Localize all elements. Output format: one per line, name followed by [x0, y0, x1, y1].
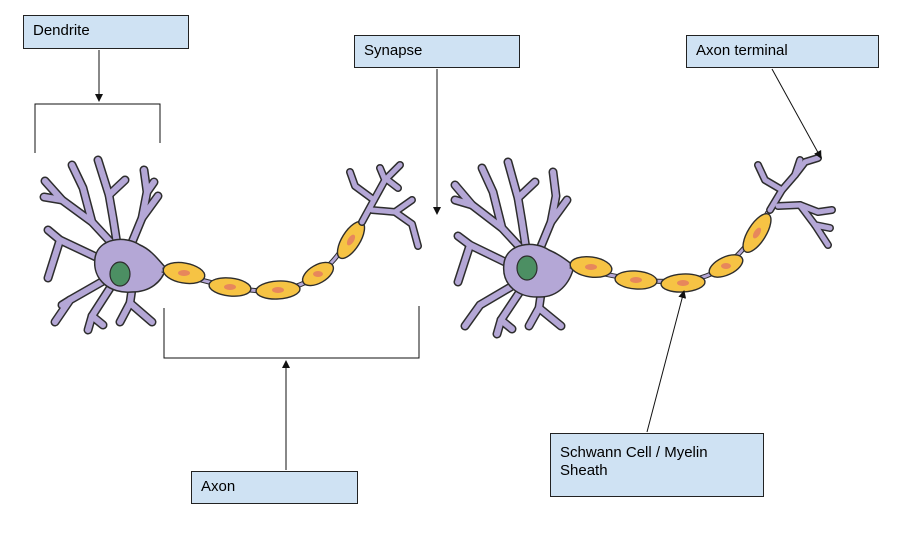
myelin-nucleus: [677, 280, 689, 286]
myelin-nucleus: [272, 287, 284, 293]
neuron-left-nucleus: [109, 261, 131, 287]
myelin-nucleus: [752, 227, 762, 239]
neuron-right-myelin-nuclei: [585, 227, 762, 286]
axon-terminal-arrow: [771, 68, 822, 159]
myelin-nucleus: [585, 264, 597, 270]
dendrite-label: Dendrite: [23, 15, 189, 49]
neuron-right-cell-body: [502, 243, 575, 298]
neuron-left-cell-body: [94, 238, 167, 293]
myelin-nucleus: [313, 271, 323, 277]
neuron-right-nucleus: [516, 255, 538, 281]
myelin-nucleus: [346, 234, 356, 246]
axon-label-text: Axon: [201, 478, 236, 495]
axon-label: Axon: [191, 471, 358, 504]
schwann-arrow: [646, 290, 687, 433]
schwann-label-line1: Schwann Cell / Myelin: [560, 444, 708, 461]
myelin-nucleus: [178, 270, 190, 276]
neuron-right: [450, 154, 836, 339]
axon-terminal-label: Axon terminal: [686, 35, 879, 68]
neuron-left-myelin-nuclei: [178, 234, 356, 293]
axon-terminal-label-text: Axon terminal: [696, 42, 788, 59]
axon-bracket: [163, 306, 420, 359]
neuron-left-myelin: [162, 220, 366, 300]
myelin-nucleus: [721, 263, 731, 269]
neuron-right-myelin: [569, 213, 772, 293]
dendrite-label-text: Dendrite: [33, 22, 90, 39]
myelin-nucleus: [224, 284, 236, 290]
schwann-cell-label: Schwann Cell / Myelin Sheath: [550, 433, 764, 497]
synapse-label: Synapse: [354, 35, 520, 68]
dendrite-bracket: [34, 103, 161, 153]
schwann-label-line2: Sheath: [560, 462, 608, 479]
neuron-left: [39, 155, 422, 335]
synapse-label-text: Synapse: [364, 42, 423, 59]
myelin-nucleus: [630, 277, 642, 283]
